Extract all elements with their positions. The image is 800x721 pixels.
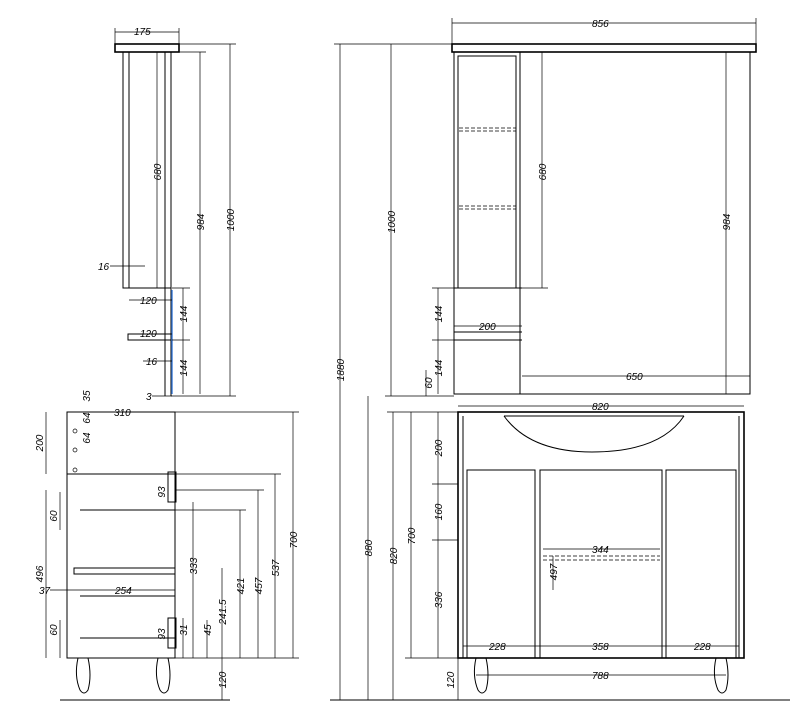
dim-537: 537 [271, 559, 282, 576]
dim-1880: 1880 [336, 358, 347, 381]
bottom-side-body [66, 411, 176, 659]
dim-31: 31 [179, 624, 190, 635]
dim-856: 856 [592, 19, 609, 30]
dim-1000-front: 1000 [387, 210, 398, 233]
dim-16-lower: 16 [146, 357, 158, 368]
bottom-side-view: 310 35 64 64 200 60 496 60 37 254 93 93 … [35, 390, 300, 700]
basin-curve [503, 415, 685, 453]
top-side-view: 175 680 984 1000 16 120 120 144 144 16 3 [98, 27, 237, 403]
dim-175: 175 [134, 27, 151, 38]
dim-160: 160 [434, 503, 445, 520]
dim-144-lower: 144 [179, 359, 190, 376]
dim-200-shelf: 200 [478, 322, 496, 333]
dim-984-front: 984 [722, 213, 733, 230]
dim-16-upper: 16 [98, 262, 110, 273]
dim-93-lower: 93 [157, 628, 168, 640]
dim-228-right: 228 [693, 642, 711, 653]
leg-side-right [155, 657, 171, 694]
dim-60-front: 60 [424, 377, 435, 389]
dim-700-side: 700 [289, 531, 300, 548]
dim-35: 35 [82, 390, 93, 402]
dim-3: 3 [146, 392, 152, 403]
top-front-cap [451, 43, 757, 53]
dim-344: 344 [592, 545, 609, 556]
dim-788: 788 [592, 671, 609, 682]
hole-1 [72, 428, 78, 434]
dim-45: 45 [203, 624, 214, 636]
dim-144-front-upper: 144 [434, 305, 445, 322]
door-middle [539, 469, 663, 659]
dim-680-front: 680 [538, 163, 549, 180]
dim-64-b: 64 [82, 432, 93, 444]
bottom-front-view: 820 880 820 700 200 160 336 344 497 228 … [364, 396, 745, 700]
vanity-body [457, 411, 745, 659]
dim-497: 497 [549, 563, 560, 580]
dim-680-side: 680 [153, 163, 164, 180]
dim-1000-side: 1000 [226, 208, 237, 231]
dim-650: 650 [626, 372, 643, 383]
leg-front-left [473, 657, 489, 694]
bottom-side-hinge-lower [167, 617, 177, 649]
dim-60-lower: 60 [49, 624, 60, 636]
overall-height: 1880 [334, 43, 385, 700]
leg-side-left [75, 657, 91, 694]
dim-60-upper: 60 [49, 510, 60, 522]
dim-457: 457 [254, 577, 265, 594]
dim-333: 333 [189, 557, 200, 574]
door-left [466, 469, 536, 659]
dim-200-side: 200 [35, 434, 46, 452]
dim-820-height: 820 [389, 547, 400, 564]
dim-144-upper: 144 [179, 305, 190, 322]
dim-421: 421 [236, 578, 247, 595]
dim-700-front: 700 [407, 527, 418, 544]
top-front-view: 856 680 984 1000 144 144 200 650 60 [385, 18, 757, 397]
dim-120-lower: 120 [140, 329, 157, 340]
dim-358: 358 [592, 642, 609, 653]
dim-984-side: 984 [196, 213, 207, 230]
door-right [665, 469, 737, 659]
dim-120-front: 120 [446, 671, 457, 688]
dim-880: 880 [364, 539, 375, 556]
dim-310: 310 [114, 408, 131, 419]
dim-144-front-lower: 144 [434, 359, 445, 376]
dim-228-left: 228 [488, 642, 506, 653]
dim-254: 254 [114, 586, 132, 597]
dim-496: 496 [35, 565, 46, 582]
top-front-shelf-unit [457, 55, 517, 289]
dim-820-top: 820 [592, 402, 609, 413]
dim-241-5: 241.5 [218, 599, 229, 625]
dim-93-upper: 93 [157, 486, 168, 498]
dim-336: 336 [434, 591, 445, 608]
top-side-cap [114, 43, 180, 53]
bottom-side-shelf [73, 567, 176, 575]
dim-37: 37 [39, 586, 51, 597]
dim-200-front: 200 [434, 439, 445, 457]
dim-120-upper: 120 [140, 296, 157, 307]
bottom-side-hinge-upper [167, 471, 177, 503]
top-front-body [453, 51, 751, 395]
dim-64-a: 64 [82, 412, 93, 424]
hole-2 [72, 447, 78, 453]
hole-3 [72, 467, 78, 473]
dim-120-side: 120 [218, 671, 229, 688]
leg-front-right [713, 657, 729, 694]
